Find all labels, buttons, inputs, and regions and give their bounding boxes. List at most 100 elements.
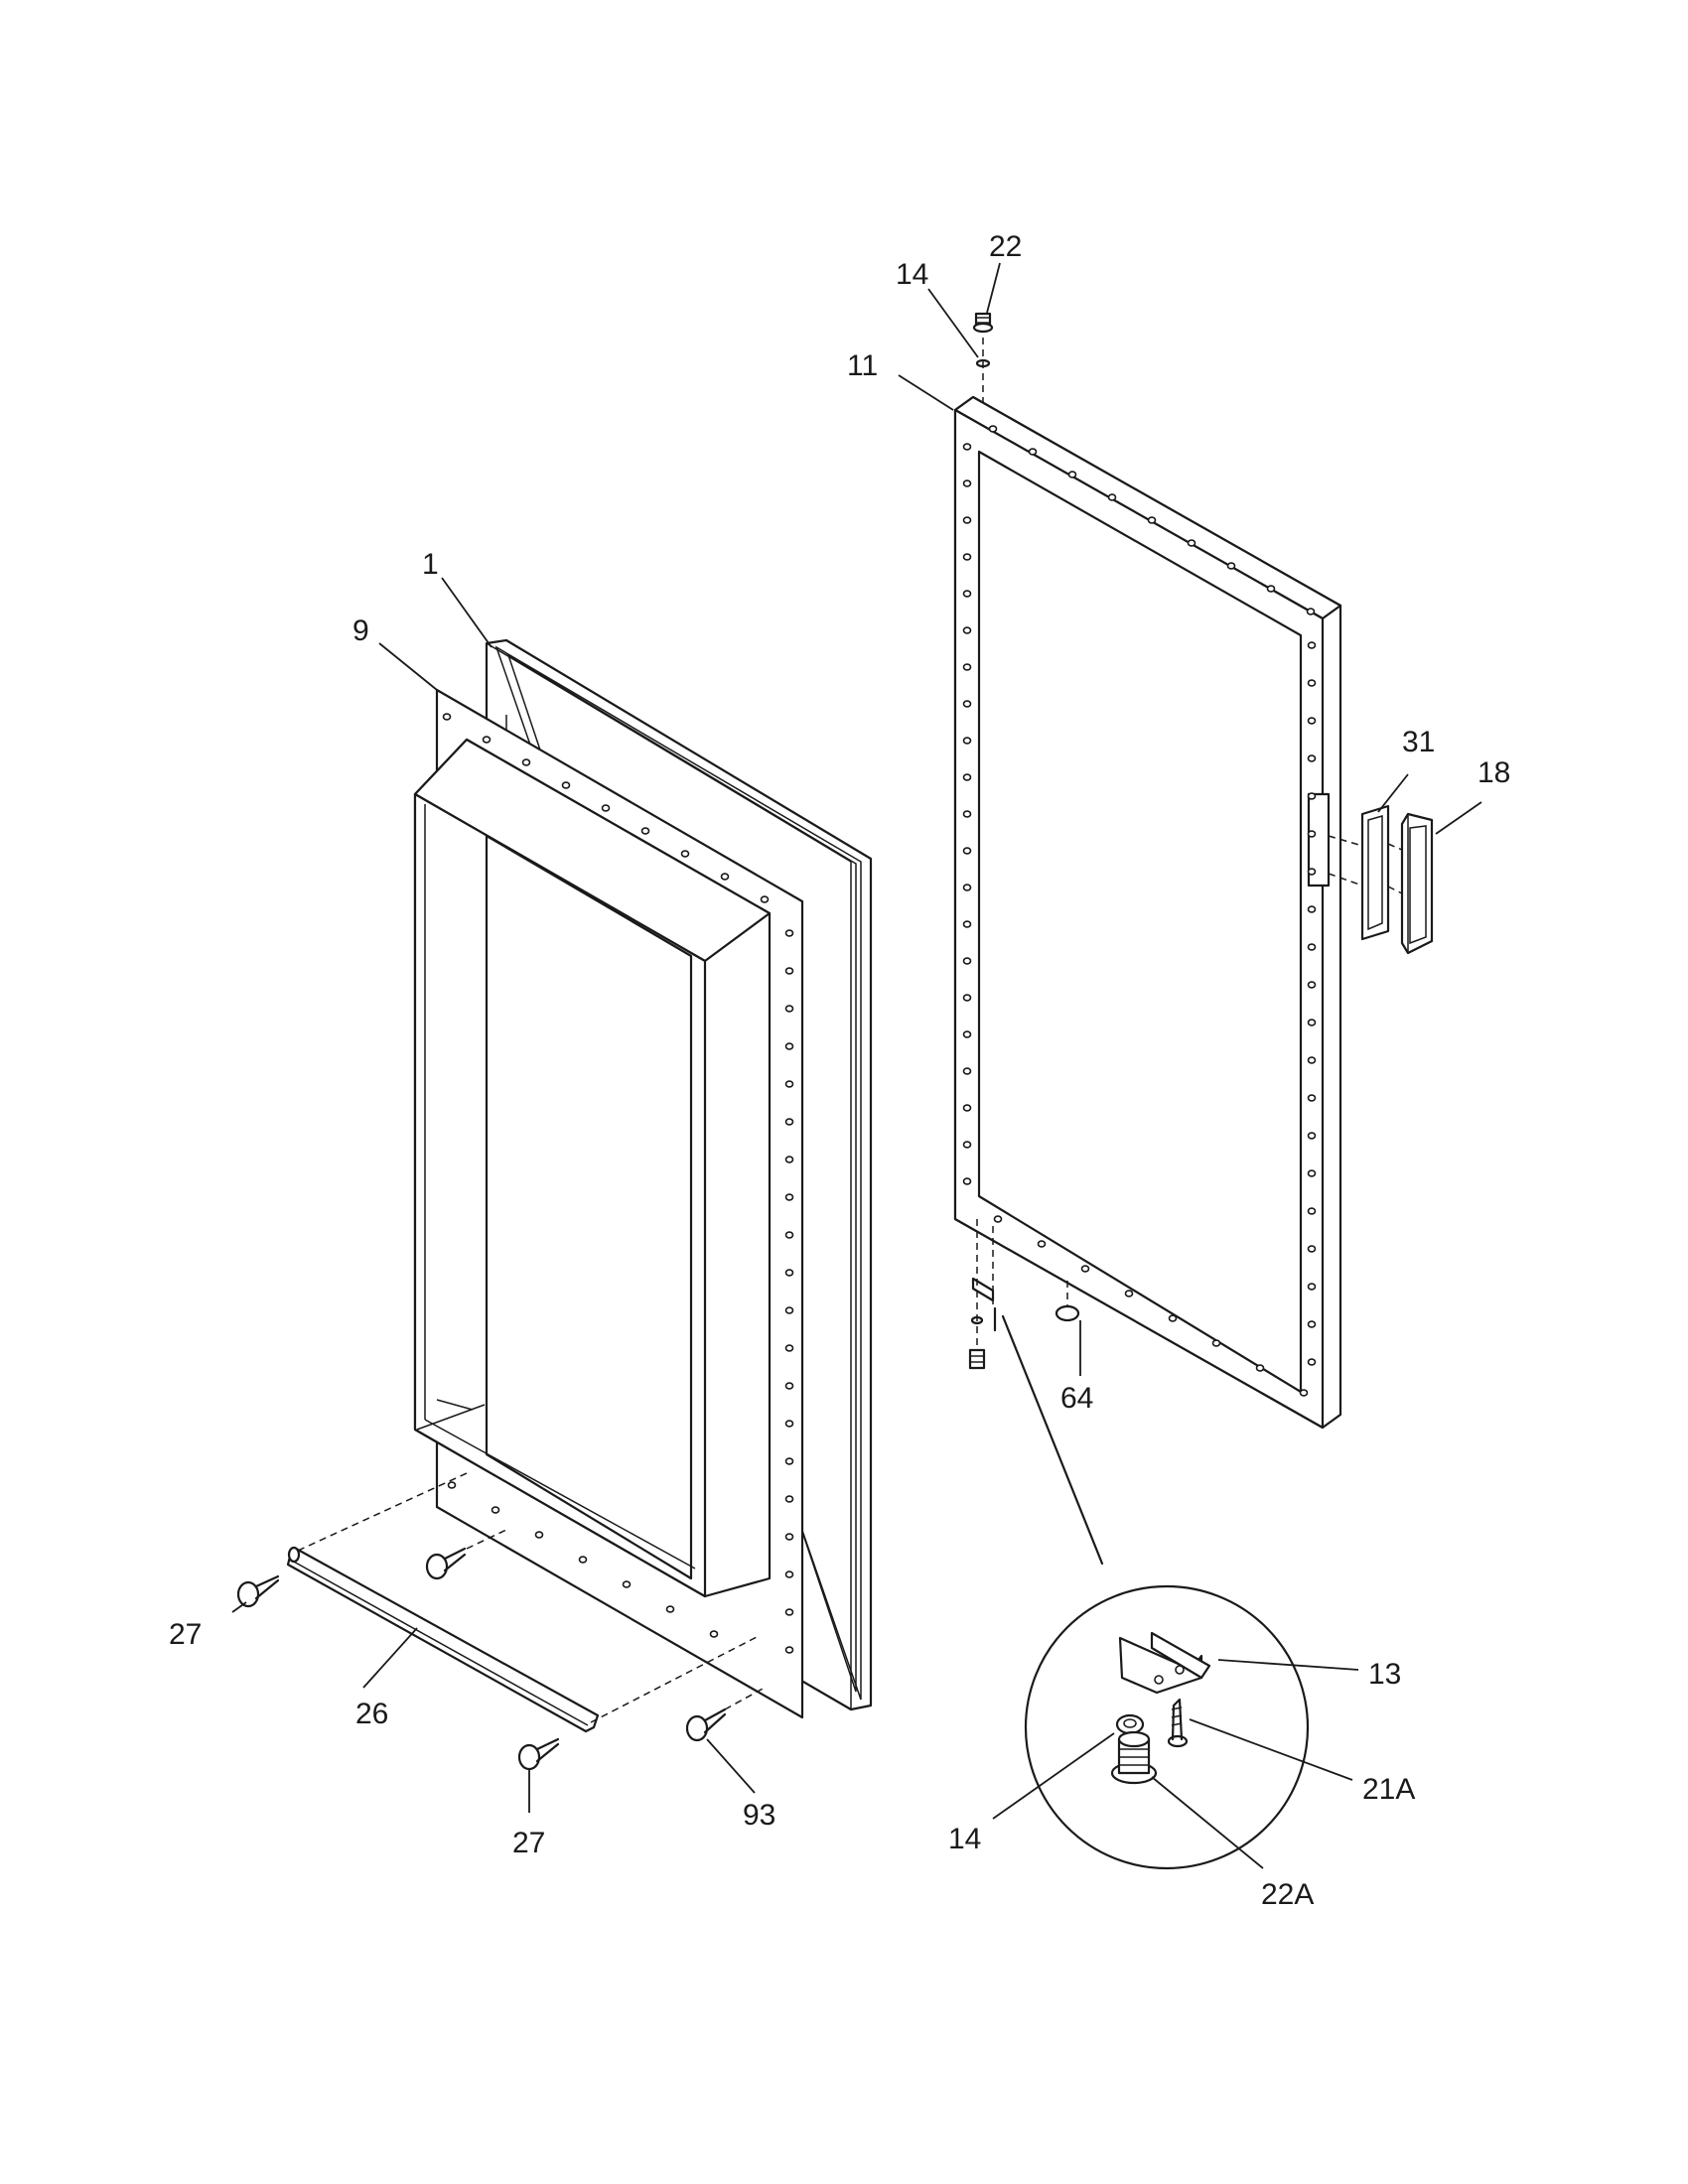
label-part-14-top: 14 bbox=[896, 258, 928, 291]
mounting-hole bbox=[1255, 1364, 1265, 1372]
mounting-hole bbox=[784, 1533, 794, 1541]
mounting-hole bbox=[534, 1531, 544, 1539]
mounting-hole bbox=[784, 1344, 794, 1352]
mounting-hole bbox=[962, 700, 972, 708]
mounting-hole bbox=[1211, 1339, 1221, 1347]
liner-holes bbox=[442, 713, 794, 1654]
mounting-hole bbox=[1226, 562, 1236, 570]
mounting-hole bbox=[962, 516, 972, 524]
mounting-hole bbox=[784, 1382, 794, 1390]
mounting-hole bbox=[1307, 981, 1317, 989]
mounting-hole bbox=[447, 1481, 457, 1489]
mounting-hole bbox=[784, 1420, 794, 1428]
part-64-clip bbox=[1055, 1281, 1080, 1322]
screw-middle bbox=[425, 1547, 467, 1580]
mounting-hole bbox=[988, 425, 998, 433]
mounting-hole bbox=[784, 1005, 794, 1013]
mounting-hole bbox=[1307, 641, 1317, 649]
top-bushing-22 bbox=[972, 312, 994, 334]
label-part-18: 18 bbox=[1477, 756, 1510, 789]
detail-screw bbox=[1167, 1698, 1189, 1748]
mounting-hole bbox=[491, 1506, 500, 1514]
mounting-hole bbox=[1307, 1358, 1317, 1366]
mounting-hole bbox=[1307, 717, 1317, 725]
handle-pocket bbox=[1400, 812, 1434, 955]
mounting-hole bbox=[784, 1156, 794, 1163]
label-part-64: 64 bbox=[1060, 1382, 1093, 1415]
mounting-hole bbox=[962, 553, 972, 561]
mounting-hole bbox=[784, 1042, 794, 1050]
label-part-31: 31 bbox=[1402, 726, 1435, 758]
mounting-hole bbox=[482, 736, 492, 744]
mounting-hole bbox=[784, 1231, 794, 1239]
mounting-hole bbox=[962, 737, 972, 745]
mounting-hole bbox=[1067, 471, 1077, 478]
mounting-hole bbox=[962, 590, 972, 598]
mounting-hole bbox=[1037, 1240, 1047, 1248]
detail-hinge-bracket bbox=[1118, 1631, 1211, 1695]
mounting-hole bbox=[578, 1556, 588, 1564]
label-part-22a: 22A bbox=[1261, 1878, 1314, 1911]
mounting-hole bbox=[784, 1646, 794, 1654]
mounting-hole bbox=[1187, 539, 1196, 547]
label-part-26: 26 bbox=[355, 1698, 388, 1730]
mounting-hole bbox=[962, 1177, 972, 1185]
mounting-hole bbox=[962, 1104, 972, 1112]
mounting-hole bbox=[962, 994, 972, 1002]
mounting-hole bbox=[1307, 1169, 1317, 1177]
label-part-13: 13 bbox=[1368, 1658, 1401, 1691]
label-part-9: 9 bbox=[352, 614, 369, 647]
mounting-hole bbox=[1307, 1320, 1317, 1328]
mounting-hole bbox=[962, 1030, 972, 1038]
mounting-hole bbox=[1307, 792, 1317, 800]
mounting-hole bbox=[709, 1630, 719, 1638]
mounting-hole bbox=[962, 884, 972, 891]
mounting-hole bbox=[720, 873, 730, 881]
mounting-hole bbox=[1266, 585, 1276, 593]
mounting-hole bbox=[962, 479, 972, 487]
mounting-hole bbox=[442, 713, 452, 721]
mounting-hole bbox=[622, 1580, 632, 1588]
detail-bushing bbox=[1110, 1730, 1158, 1785]
mounting-hole bbox=[962, 957, 972, 965]
mounting-hole bbox=[784, 1495, 794, 1503]
screw-27-left bbox=[236, 1574, 280, 1608]
label-part-93: 93 bbox=[743, 1799, 775, 1832]
mounting-hole bbox=[1307, 1132, 1317, 1140]
mounting-hole bbox=[784, 1570, 794, 1578]
mounting-hole bbox=[962, 810, 972, 818]
mounting-hole bbox=[784, 1080, 794, 1088]
mounting-hole bbox=[962, 1141, 972, 1149]
mounting-hole bbox=[680, 850, 690, 858]
screw-93 bbox=[685, 1707, 727, 1742]
mounting-hole bbox=[1307, 943, 1317, 951]
mounting-hole bbox=[1307, 1245, 1317, 1253]
label-part-27-left: 27 bbox=[169, 1618, 202, 1651]
handle-gasket bbox=[1360, 804, 1390, 941]
alignment-lines-left bbox=[297, 1472, 766, 1723]
mounting-hole bbox=[784, 1193, 794, 1201]
mounting-hole bbox=[1107, 493, 1117, 501]
mounting-hole bbox=[784, 1608, 794, 1616]
mounting-hole bbox=[640, 827, 650, 835]
mounting-hole bbox=[1080, 1265, 1090, 1273]
label-part-11: 11 bbox=[847, 349, 878, 382]
mounting-hole bbox=[1307, 830, 1317, 838]
label-part-27-bottom: 27 bbox=[512, 1827, 545, 1859]
mounting-hole bbox=[1307, 1207, 1317, 1215]
label-part-21a: 21A bbox=[1362, 1773, 1415, 1806]
mounting-hole bbox=[521, 758, 531, 766]
mounting-hole bbox=[1307, 679, 1317, 687]
label-part-22: 22 bbox=[989, 230, 1022, 263]
mounting-hole bbox=[1307, 905, 1317, 913]
screw-27-bottom bbox=[517, 1737, 560, 1771]
mounting-hole bbox=[784, 1457, 794, 1465]
mounting-hole bbox=[784, 1306, 794, 1314]
bottom-hinge-small bbox=[968, 1219, 997, 1370]
mounting-hole bbox=[962, 920, 972, 928]
handle-cutout bbox=[1307, 792, 1331, 887]
mounting-hole bbox=[665, 1605, 675, 1613]
mounting-hole bbox=[962, 773, 972, 781]
handle-dashed bbox=[1328, 835, 1403, 894]
